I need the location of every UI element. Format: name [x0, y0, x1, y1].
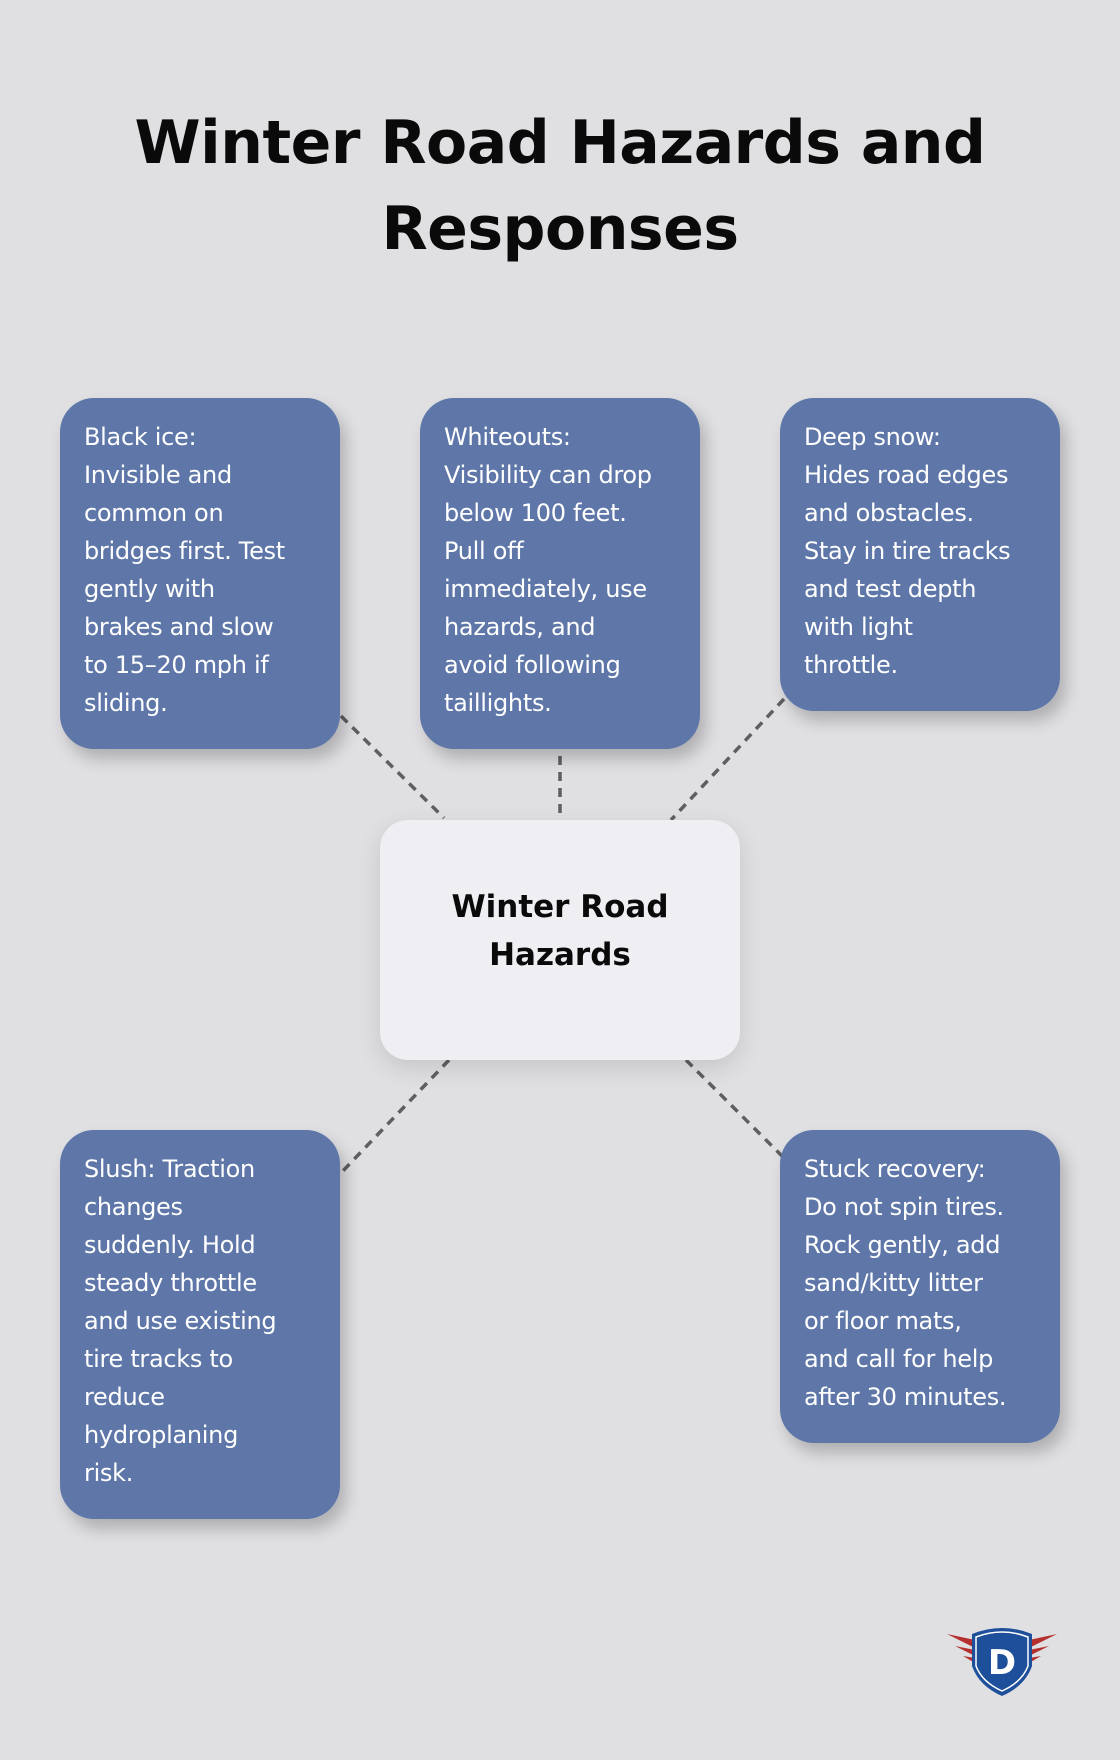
card-text-line: sliding. — [84, 689, 168, 717]
card-text-line: Whiteouts: — [444, 423, 571, 451]
card-text-line: brakes and slow — [84, 613, 274, 641]
card-text-line: Do not spin tires. — [804, 1193, 1004, 1221]
card-text-line: below 100 feet. — [444, 499, 627, 527]
card-text-line: Deep snow: — [804, 423, 941, 451]
card-text-line: and test depth — [804, 575, 977, 603]
card-text-line: common on — [84, 499, 224, 527]
card-text-line: changes — [84, 1193, 183, 1221]
card-text-line: hydroplaning — [84, 1421, 239, 1449]
card-text-line: Slush: Traction — [84, 1155, 255, 1183]
hazard-card-whiteouts: Whiteouts: Visibility can drop below 100… — [420, 398, 700, 749]
wings-icon — [947, 1634, 1057, 1663]
card-text-line: reduce — [84, 1383, 165, 1411]
hazard-card-black-ice: Black ice: Invisible and common on bridg… — [60, 398, 340, 749]
card-text-line: after 30 minutes. — [804, 1383, 1007, 1411]
central-topic-card: Winter Road Hazards — [380, 820, 740, 1060]
card-text-line: steady throttle — [84, 1269, 257, 1297]
shield-with-wings-logo-icon: D — [947, 1628, 1057, 1696]
card-text-line: Hides road edges — [804, 461, 1009, 489]
card-text-line: Visibility can drop — [444, 461, 652, 489]
card-text-line: or floor mats, — [804, 1307, 962, 1335]
card-text-line: Rock gently, add — [804, 1231, 1001, 1259]
card-text-line: risk. — [84, 1459, 134, 1487]
card-text-line: Black ice: — [84, 423, 197, 451]
card-text-line: to 15–20 mph if — [84, 651, 269, 679]
card-text-line: throttle. — [804, 651, 898, 679]
card-text-line: with light — [804, 613, 913, 641]
card-text-line: sand/kitty litter — [804, 1269, 983, 1297]
hazard-card-slush: Slush: Traction changes suddenly. Hold s… — [60, 1130, 340, 1519]
logo-letter: D — [988, 1643, 1016, 1683]
card-text-line: taillights. — [444, 689, 552, 717]
card-text-line: avoid following — [444, 651, 621, 679]
card-text-line: and use existing — [84, 1307, 277, 1335]
card-text-line: and obstacles. — [804, 499, 974, 527]
card-text-line: Stay in tire tracks — [804, 537, 1011, 565]
page-title: Winter Road Hazards and Responses — [0, 100, 1120, 272]
title-line-2: Responses — [381, 194, 739, 264]
card-text-line: tire tracks to — [84, 1345, 233, 1373]
card-text-line: and call for help — [804, 1345, 994, 1373]
card-text-line: Pull off — [444, 537, 524, 565]
card-text-line: gently with — [84, 575, 215, 603]
card-text-line: bridges first. Test — [84, 537, 285, 565]
card-text-line: immediately, use — [444, 575, 647, 603]
shield-icon — [972, 1628, 1032, 1696]
connector-slush — [337, 1058, 451, 1177]
card-text-line: hazards, and — [444, 613, 596, 641]
central-topic-line-1: Winter Road — [451, 889, 669, 925]
hazard-card-stuck-recovery: Stuck recovery: Do not spin tires. Rock … — [780, 1130, 1060, 1443]
hazard-card-deep-snow: Deep snow: Hides road edges and obstacle… — [780, 398, 1060, 711]
title-line-1: Winter Road Hazards and — [134, 108, 986, 178]
card-text-line: suddenly. Hold — [84, 1231, 256, 1259]
card-text-line: Invisible and — [84, 461, 232, 489]
connector-stuck-recovery — [684, 1058, 784, 1158]
central-topic-line-2: Hazards — [489, 937, 631, 973]
card-text-line: Stuck recovery: — [804, 1155, 986, 1183]
